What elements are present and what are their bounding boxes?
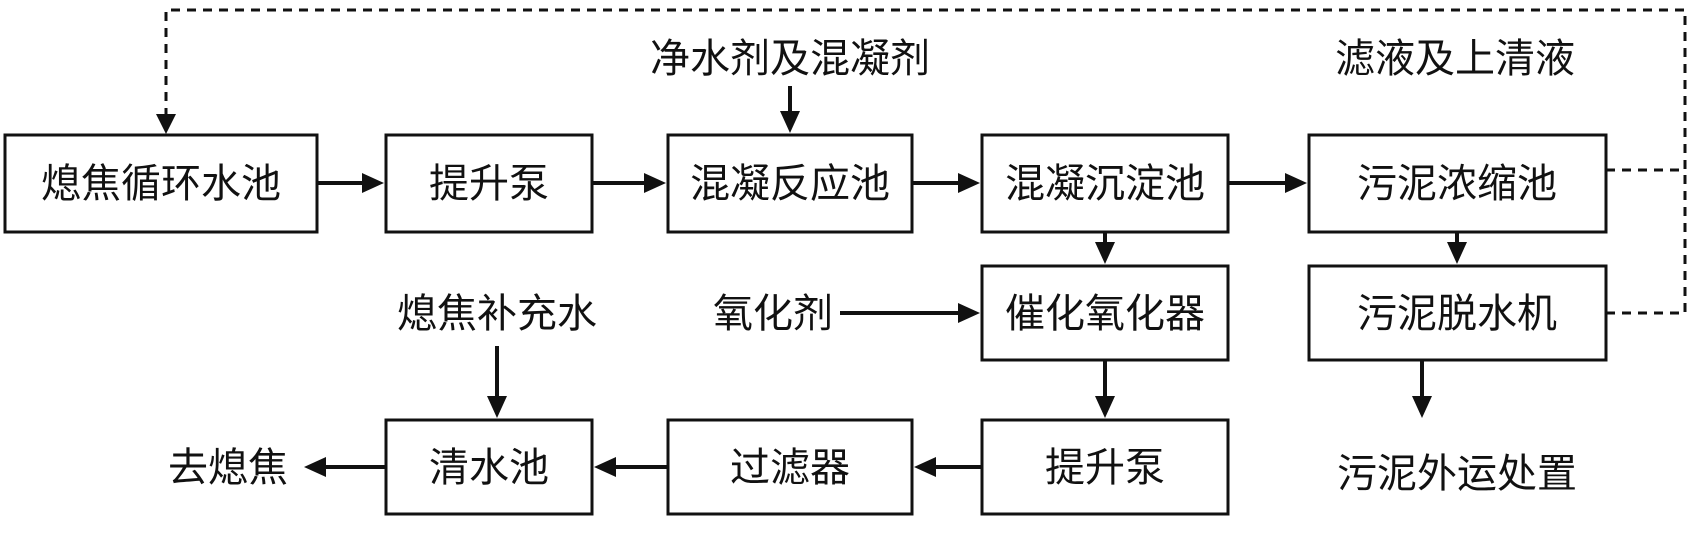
node-label: 提升泵 [1045,445,1165,491]
node-label: 污泥脱水机 [1357,291,1557,337]
label-makeup: 熄焦补充水 [397,291,597,337]
label-sludge-out: 污泥外运处置 [1337,451,1577,497]
node-quench-pool: 熄焦循环水池 [3,133,319,234]
label-filtrate: 滤液及上清液 [1335,36,1575,82]
label-oxidant: 氧化剂 [713,291,833,337]
arrow-purifier-down [780,86,800,133]
node-label: 催化氧化器 [1005,291,1205,337]
arrow-makeup-down [487,346,507,418]
label-to-quench: 去熄焦 [168,445,288,491]
node-label: 过滤器 [730,445,850,491]
arrow-thickener-to-dewater [1447,232,1467,264]
node-label: 提升泵 [429,161,549,207]
arrow-pump-to-filter [914,457,982,477]
arrow-settling-to-thickener [1228,173,1307,193]
node-label: 污泥浓缩池 [1357,161,1557,207]
node-filter: 过滤器 [666,418,914,516]
arrow-oxidizer-to-pump [1095,360,1115,418]
node-clear-pool: 清水池 [384,418,594,516]
node-sludge-dewater: 污泥脱水机 [1307,264,1608,362]
node-sludge-thickener: 污泥浓缩池 [1307,133,1608,234]
arrow-pump-to-reaction [592,173,666,193]
node-coag-reaction: 混凝反应池 [666,133,914,234]
node-lift-pump-1: 提升泵 [384,133,594,234]
arrow-reaction-to-settling [912,173,980,193]
arrow-dewater-to-disposal [1412,360,1432,418]
node-label: 混凝沉淀池 [1005,161,1205,207]
node-label: 清水池 [429,445,549,491]
arrow-pool-to-pump [317,173,384,193]
node-coag-settling: 混凝沉淀池 [980,133,1230,234]
arrow-settling-to-oxidizer [1095,232,1115,264]
dashed-return-loop [156,8,1687,315]
node-label: 熄焦循环水池 [41,161,281,207]
label-purifier: 净水剂及混凝剂 [650,36,930,82]
node-catalytic-oxidizer: 催化氧化器 [980,264,1230,362]
arrow-oxidant-in [840,303,980,323]
arrow-filter-to-clear [594,457,668,477]
node-label: 混凝反应池 [690,161,890,207]
arrow-clear-to-quench [304,457,386,477]
node-lift-pump-2: 提升泵 [980,418,1230,516]
